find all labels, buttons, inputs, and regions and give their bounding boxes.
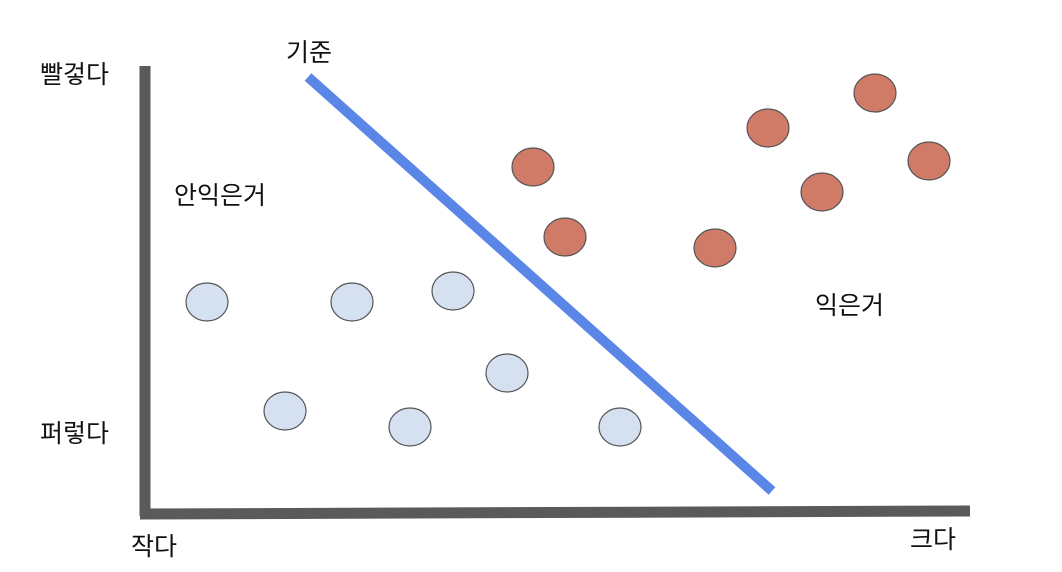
y-axis-top-label: 빨겋다 <box>40 60 110 89</box>
x-axis-left-label: 작다 <box>131 532 178 561</box>
ripe-point-4 <box>746 108 790 148</box>
ripe-point-2 <box>543 217 587 257</box>
unripe-point-6 <box>388 407 432 447</box>
data-points <box>185 73 951 447</box>
unripe-point-3 <box>431 271 475 311</box>
decision-boundary-line <box>304 73 776 495</box>
ripe-point-5 <box>800 172 844 212</box>
x-axis-right-label: 크다 <box>910 525 957 554</box>
unripe-region-label: 안익은거 <box>174 181 267 210</box>
ripe-point-7 <box>907 141 951 181</box>
ripe-point-1 <box>511 147 555 187</box>
unripe-point-1 <box>185 282 229 322</box>
ripe-point-6 <box>853 73 897 113</box>
unripe-point-5 <box>263 391 307 431</box>
boundary-label: 기준 <box>286 38 333 67</box>
ripe-region-label: 익은거 <box>815 291 885 320</box>
unripe-point-7 <box>598 407 642 447</box>
y-axis-bottom-label: 퍼렇다 <box>40 419 110 448</box>
unripe-point-4 <box>485 353 529 393</box>
ripe-point-3 <box>693 228 737 268</box>
x-axis <box>139 505 971 520</box>
unripe-point-2 <box>330 282 374 322</box>
